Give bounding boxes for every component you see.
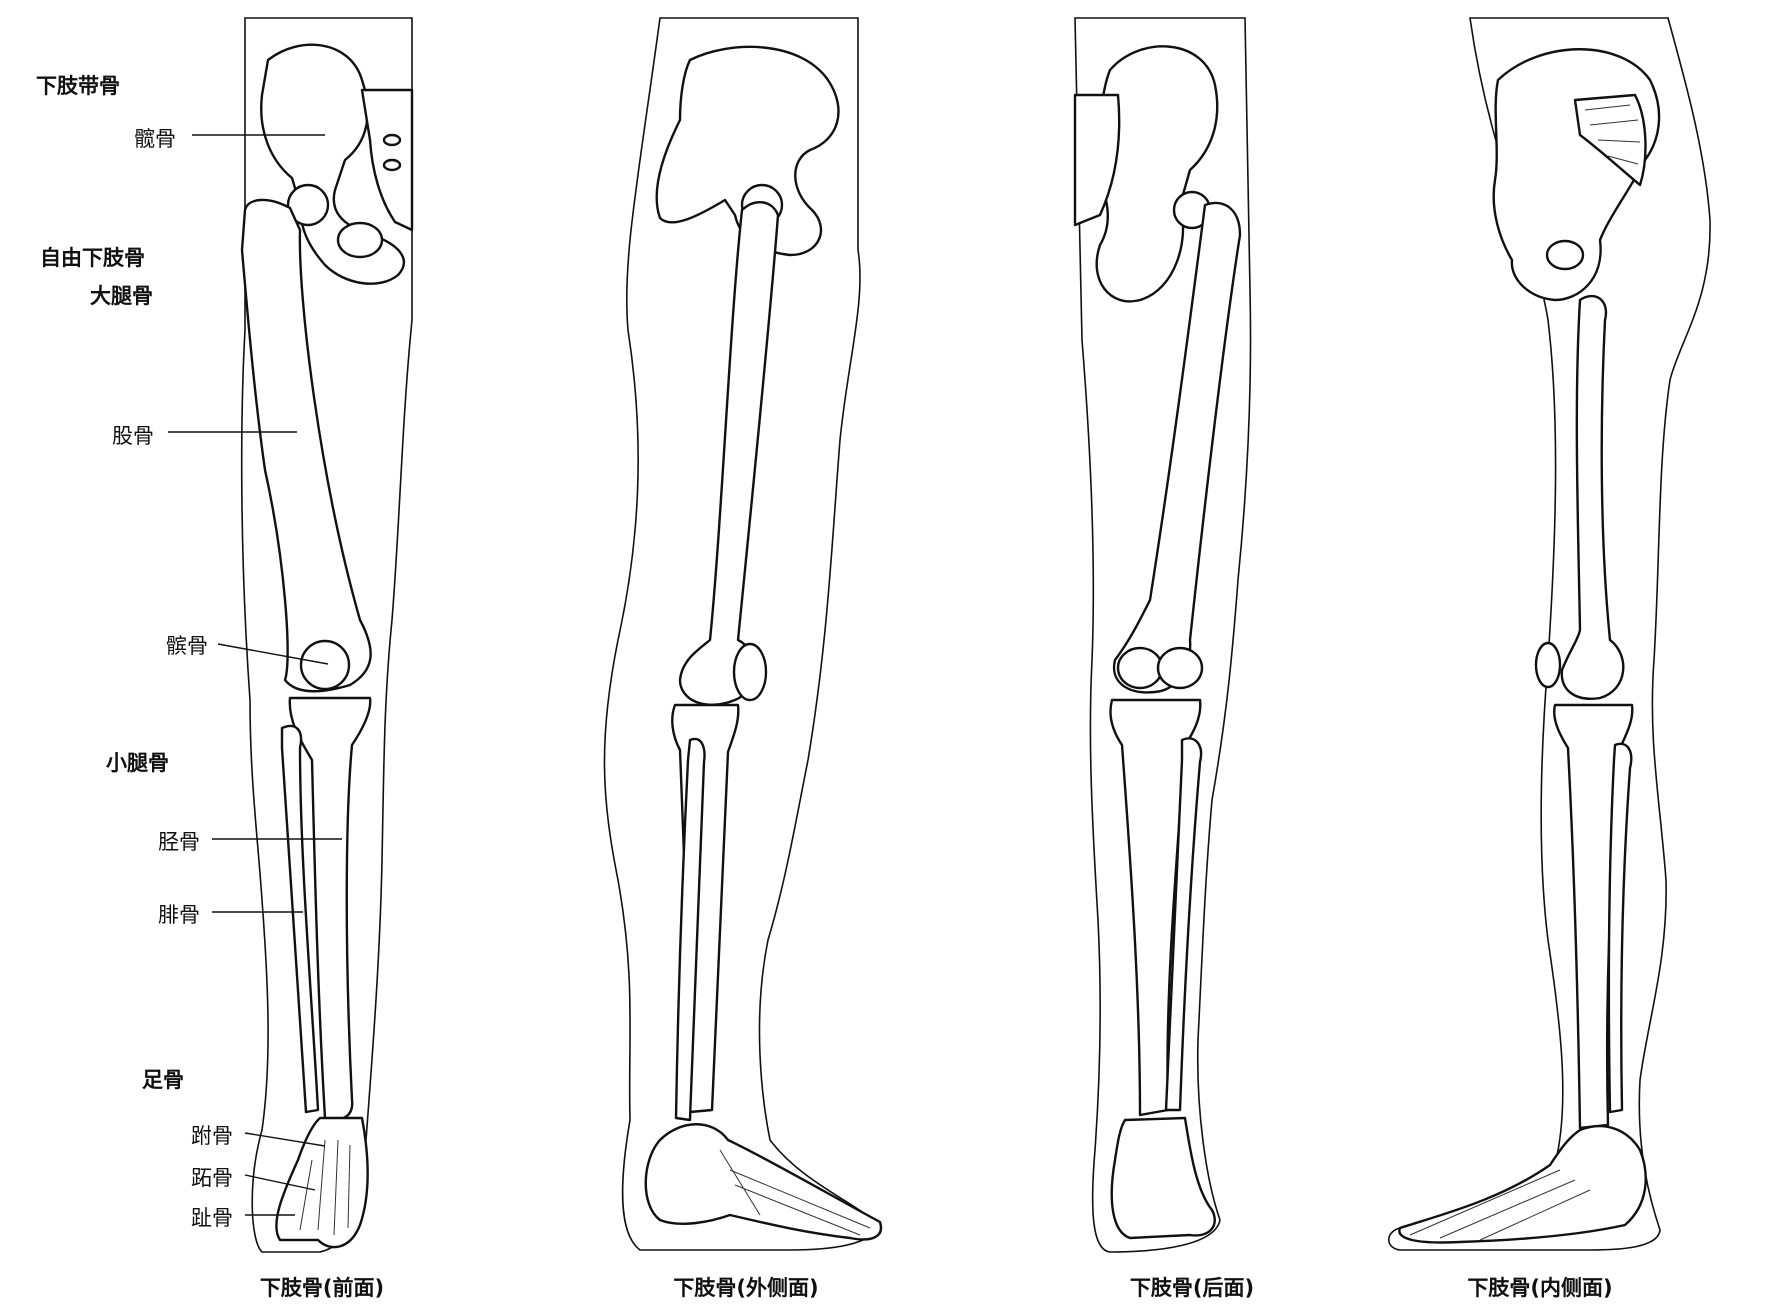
- front-patella: [299, 639, 351, 691]
- lateral-patella: [732, 642, 768, 702]
- medial-view: [1387, 17, 1711, 1251]
- back-sacrum: [1073, 93, 1121, 227]
- front-sacral-foramen-1: [382, 133, 402, 147]
- leader-lines: [168, 134, 342, 1216]
- back-condyle-lateral: [1156, 646, 1204, 690]
- lateral-femur: [678, 201, 780, 706]
- label-fibula: 腓骨: [158, 903, 200, 927]
- label-lower-leg: 小腿骨: [106, 751, 169, 775]
- label-phalanges: 趾骨: [191, 1206, 233, 1230]
- lateral-body-outline: [603, 17, 881, 1251]
- back-fibula: [1164, 737, 1203, 1112]
- front-femoral-head: [286, 183, 330, 227]
- label-hip-bone: 髋骨: [134, 127, 176, 151]
- front-foot-rays: [299, 1139, 351, 1236]
- label-free-limb: 自由下肢骨: [40, 246, 145, 270]
- lateral-foot-rays: [719, 1149, 871, 1236]
- medial-femur: [1560, 294, 1625, 700]
- back-condyle-medial: [1116, 646, 1164, 690]
- lateral-fibula: [674, 737, 706, 1122]
- medial-foot-rays: [1409, 1169, 1591, 1241]
- caption-front: 下肢骨(前面): [259, 1276, 385, 1300]
- front-fibula: [280, 724, 320, 1114]
- patella-leader: [217, 643, 329, 665]
- label-tarsal: 跗骨: [191, 1124, 233, 1148]
- label-lower-girdle: 下肢带骨: [36, 74, 120, 98]
- caption-medial: 下肢骨(内侧面): [1467, 1276, 1613, 1300]
- tarsal-leader: [244, 1132, 326, 1147]
- front-obturator-foramen: [336, 221, 384, 259]
- medial-obturator-foramen: [1545, 239, 1585, 271]
- medial-foot: [1398, 1124, 1647, 1244]
- medial-fibula: [1607, 742, 1633, 1114]
- label-patella: 髌骨: [166, 634, 208, 658]
- medial-patella: [1534, 641, 1562, 689]
- lateral-foot: [644, 1123, 883, 1241]
- medial-sacrum-hatching: [1584, 104, 1641, 165]
- label-metatarsal: 跖骨: [191, 1166, 233, 1190]
- front-sacral-foramen-2: [382, 158, 402, 172]
- metatarsal-leader: [244, 1174, 316, 1191]
- lateral-hip-bone: [655, 45, 840, 257]
- medial-sacrum: [1573, 93, 1647, 187]
- front-femur: [240, 198, 372, 693]
- medial-body-outline: [1387, 17, 1711, 1251]
- label-foot: 足骨: [142, 1068, 184, 1092]
- back-view: [1073, 17, 1252, 1253]
- caption-lateral: 下肢骨(外侧面): [673, 1276, 819, 1300]
- front-view: [240, 17, 414, 1253]
- label-femur: 股骨: [112, 424, 154, 448]
- back-femur: [1112, 201, 1242, 694]
- back-foot: [1110, 1116, 1216, 1240]
- label-thigh: 大腿骨: [90, 284, 153, 308]
- label-tibia: 胫骨: [158, 830, 200, 854]
- lateral-view: [603, 17, 883, 1251]
- caption-back: 下肢骨(后面): [1129, 1276, 1255, 1300]
